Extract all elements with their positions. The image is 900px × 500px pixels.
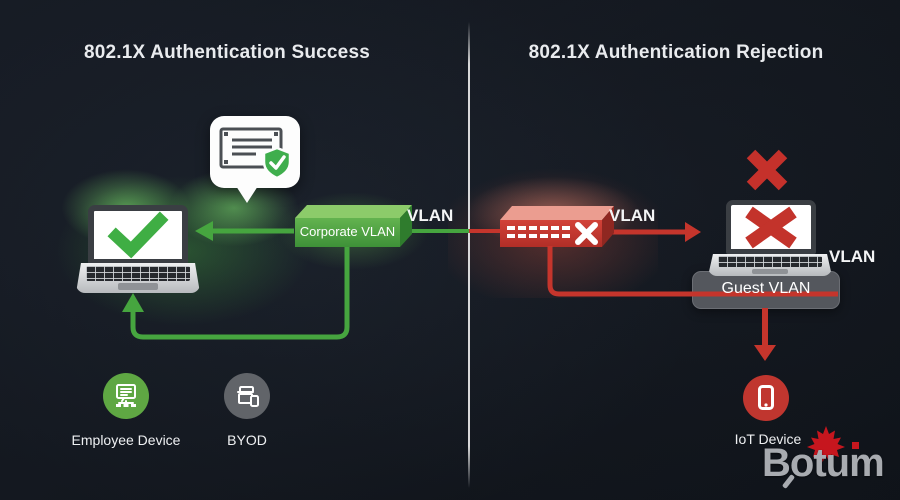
employee-device-label: Employee Device bbox=[71, 432, 181, 448]
shield-check-icon bbox=[262, 146, 292, 180]
iot-device-circle bbox=[743, 375, 789, 421]
right-panel-title: 802.1X Authentication Rejection bbox=[528, 42, 824, 63]
cross-icon bbox=[745, 206, 797, 249]
vlan-label-switch: VLAN bbox=[609, 206, 656, 225]
rejection-cross-icon bbox=[746, 149, 788, 191]
red-arrow-guest-vlan-to-iot bbox=[754, 308, 776, 361]
rejecting-switch bbox=[495, 200, 625, 252]
workstation-icon bbox=[116, 384, 136, 407]
guest-laptop-trackpad bbox=[752, 269, 788, 274]
guest-laptop-keyboard bbox=[718, 256, 822, 267]
left-panel-title: 802.1X Authentication Success bbox=[84, 42, 370, 63]
employee-laptop bbox=[76, 203, 200, 295]
guest-vlan-label: Guest VLAN bbox=[721, 280, 811, 297]
employee-device-circle bbox=[103, 373, 149, 419]
switch-cross-icon bbox=[575, 222, 598, 245]
smartphone-icon bbox=[758, 385, 774, 410]
employee-laptop-screen bbox=[88, 205, 188, 265]
check-icon bbox=[107, 211, 169, 259]
guest-laptop bbox=[708, 198, 832, 276]
corporate-vlan-label: Corporate VLAN bbox=[299, 224, 396, 239]
employee-laptop-trackpad bbox=[118, 283, 158, 290]
certificate-bubble bbox=[210, 116, 300, 188]
byod-label: BYOD bbox=[227, 432, 267, 448]
vlan-label-guest: VLAN bbox=[829, 247, 876, 266]
logo-text: Botum bbox=[762, 441, 885, 485]
corporate-vlan-switch bbox=[290, 200, 425, 252]
byod-circle bbox=[224, 373, 270, 419]
iot-device-label: IoT Device bbox=[734, 431, 802, 447]
logo: Botum bbox=[762, 426, 897, 489]
bubble-tail bbox=[236, 186, 258, 203]
switch-ports bbox=[507, 226, 570, 238]
logo-dot bbox=[852, 442, 859, 449]
certificate-icon bbox=[219, 127, 292, 180]
guest-laptop-screen bbox=[726, 200, 816, 254]
maple-leaf-icon bbox=[807, 426, 845, 462]
vlan-label-left: VLAN bbox=[407, 206, 454, 225]
employee-laptop-keyboard bbox=[86, 266, 190, 281]
panel-divider bbox=[468, 22, 470, 488]
byod-devices-icon bbox=[237, 386, 259, 407]
